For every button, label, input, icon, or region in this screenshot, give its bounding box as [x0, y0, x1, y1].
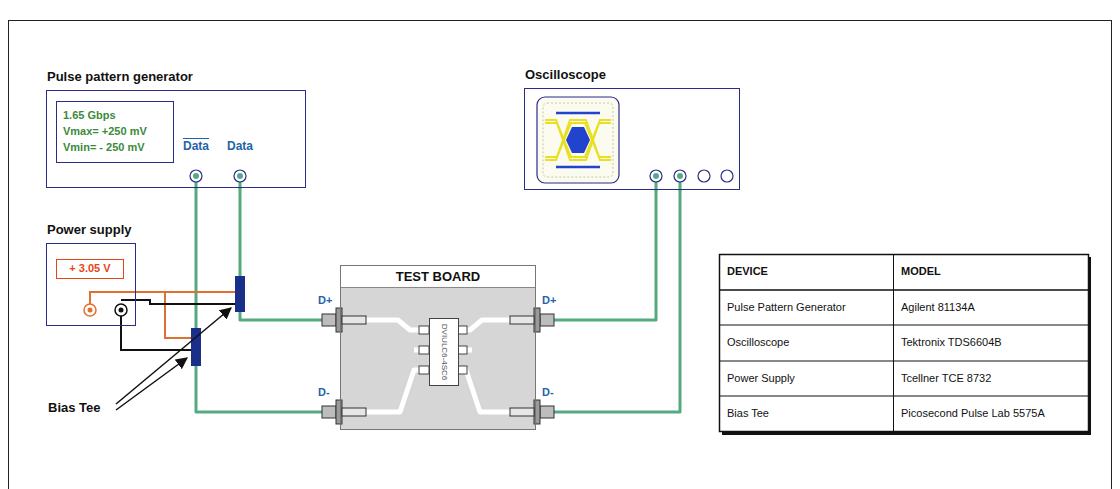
table-header: DEVICE: [727, 265, 768, 277]
instrument-title: Pulse pattern generator: [47, 69, 193, 84]
sma-connector: [322, 308, 554, 424]
scope-jacks: [650, 170, 733, 191]
voltage-value: + 3.05 V: [61, 260, 119, 276]
table-cell: Tektronix TDS6604B: [901, 336, 1002, 348]
signal-name: D+: [318, 294, 332, 306]
signal-name: D+: [542, 294, 556, 306]
board-ground: [340, 265, 536, 430]
display-panel: 1.65 GbpsVmax= +250 mVVmin= - 250 mV: [56, 101, 174, 163]
coax-cable: [536, 190, 680, 412]
instrument-box: Oscilloscope: [524, 88, 740, 190]
coax-cable: [536, 190, 656, 320]
leader-arrows: [116, 308, 231, 410]
table-cell: Oscilloscope: [727, 336, 789, 348]
coax-cable: [196, 188, 340, 412]
display-panel: + 3.05 V: [56, 259, 124, 279]
signal-name: D-: [318, 386, 330, 398]
chip-package: DVIULC6-4SC6: [429, 318, 459, 386]
table-cell: Agilent 81134A: [901, 301, 975, 313]
signal-name: D-: [542, 386, 554, 398]
generator-jacks: [190, 170, 246, 189]
table-header: MODEL: [901, 265, 941, 277]
power-wires: [90, 292, 236, 350]
bias-tee: [235, 276, 245, 312]
figure-frame: [9, 21, 1112, 489]
test-board: DVIULC6-4SC6 TEST BOARD: [340, 265, 536, 430]
setting-value: Vmax= +250 mV: [63, 123, 167, 139]
board-title: TEST BOARD: [341, 266, 535, 288]
part-number: DVIULC6-4SC6: [440, 324, 449, 380]
instrument-title: Power supply: [47, 222, 132, 237]
eye-diagram-screen: [537, 97, 619, 183]
power-terminals: [84, 304, 127, 316]
setting-value: Vmin= - 250 mV: [63, 139, 167, 155]
table-cell: Bias Tee: [727, 407, 769, 419]
table-cell: Pulse Pattern Generator: [727, 301, 846, 313]
table-cell: Tcellner TCE 8732: [901, 372, 991, 384]
instrument-box: + 3.05 VPower supply: [46, 243, 136, 326]
table-grid: [720, 255, 1092, 436]
table-cell: Power Supply: [727, 372, 795, 384]
table-cell: Picosecond Pulse Lab 5575A: [901, 407, 1045, 419]
part-label: Bias Tee: [48, 400, 101, 415]
signal-name: Data: [227, 139, 253, 153]
setting-value: 1.65 Gbps: [63, 107, 167, 123]
instrument-title: Oscilloscope: [525, 67, 606, 82]
instrument-box: 1.65 GbpsVmax= +250 mVVmin= - 250 mVPuls…: [46, 90, 306, 188]
signal-name: Data: [183, 139, 209, 153]
coax-cable: [240, 188, 340, 320]
